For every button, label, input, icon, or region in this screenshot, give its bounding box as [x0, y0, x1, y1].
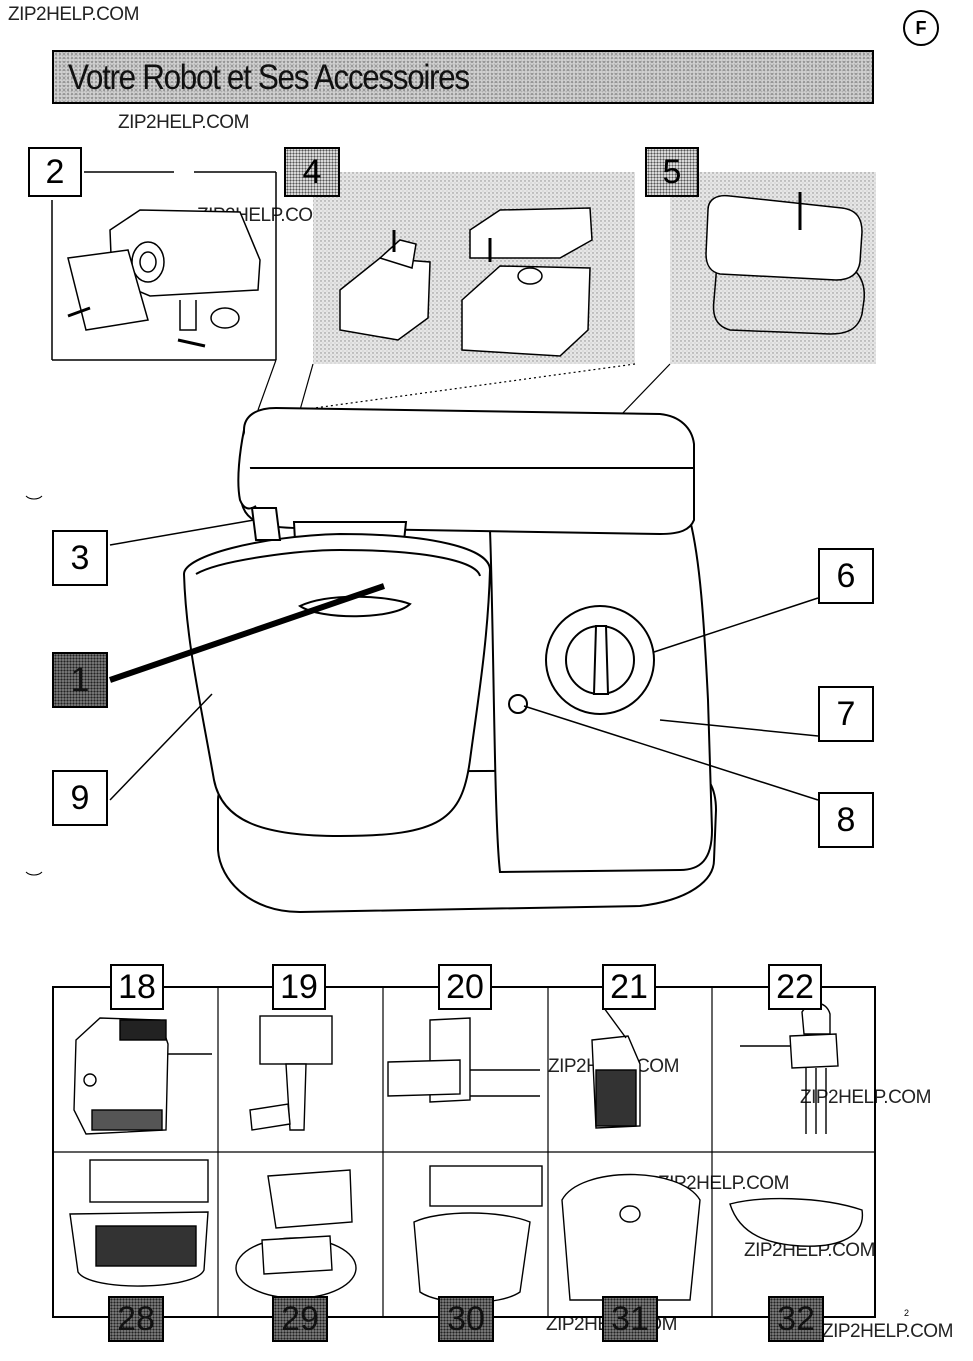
accessory-sketches	[69, 1002, 864, 1304]
language-badge: F	[903, 10, 939, 46]
accessory-label-18: 18	[110, 964, 164, 1010]
callout-1: 1	[52, 652, 108, 708]
inset-panel-4	[313, 172, 635, 364]
callout-5: 5	[645, 147, 699, 197]
accessory-label-32: 32	[768, 1296, 824, 1342]
accessory-label-30: 30	[438, 1296, 494, 1342]
accessory-grid-lines	[54, 988, 874, 1316]
accessory-label-28: 28	[108, 1296, 164, 1342]
watermark: ZIP2HELP.COM	[744, 1240, 875, 1261]
callout-3: 3	[52, 530, 108, 586]
page-number: 2	[904, 1308, 910, 1318]
accessory-label-29: 29	[272, 1296, 328, 1342]
watermark: ZIP2HELP.COM	[118, 112, 249, 133]
page-title: Votre Robot et Ses Accessoires	[68, 58, 470, 97]
callout-4: 4	[284, 147, 340, 197]
callout-7: 7	[818, 686, 874, 742]
callout-6: 6	[818, 548, 874, 604]
accessory-label-22: 22	[768, 964, 822, 1010]
inset-panel-2	[51, 171, 277, 361]
callout-2: 2	[28, 147, 82, 197]
accessory-label-19: 19	[272, 964, 326, 1010]
watermark: ZIP2HELP.COM	[800, 1087, 931, 1108]
watermark: ZIP2HELP.COM	[8, 4, 139, 25]
accessory-label-20: 20	[438, 964, 492, 1010]
accessory-label-21: 21	[602, 964, 656, 1010]
mixer-body	[182, 406, 718, 914]
accessory-label-31: 31	[602, 1296, 658, 1342]
watermark: ZIP2HELP.COM	[658, 1173, 789, 1194]
callout-8: 8	[818, 792, 874, 848]
watermark: ZIP2HELP.COM	[822, 1321, 953, 1342]
title-banner: Votre Robot et Ses Accessoires	[52, 50, 874, 104]
inset-panel-5	[670, 172, 876, 364]
callout-9: 9	[52, 770, 108, 826]
accessory-grid	[52, 986, 876, 1318]
